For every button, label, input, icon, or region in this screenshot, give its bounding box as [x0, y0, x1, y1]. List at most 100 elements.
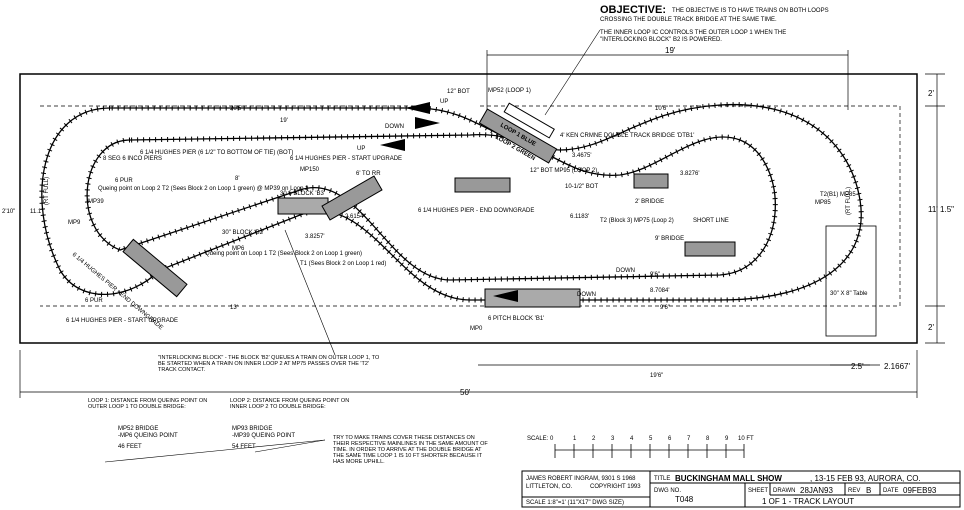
bridge-9ft [684, 241, 736, 257]
label-pur-bottom: 6 PUR [85, 298, 103, 304]
label-pur-top: 6 PUR [115, 178, 133, 184]
scale-tick-6: 6 [668, 436, 672, 442]
dim-right-extra2: 2.1667' [884, 362, 910, 371]
label-pier-bottom: 6 1/4 HUGHES PIER - START UPGRADE [66, 318, 178, 324]
tb-title-rest: , 13-15 FEB 93, AURORA, CO. [810, 474, 921, 483]
dim-lower-span: 19'6" [650, 373, 663, 379]
objective-line2: CROSSING THE DOUBLE TRACK BRIDGE AT THE … [600, 17, 777, 23]
tb-date: 09FEB93 [903, 486, 937, 495]
tb-drawn-label: DRAWN [773, 488, 795, 494]
dist-inner: 19' [280, 118, 288, 124]
scale-tick-7: 7 [687, 436, 691, 442]
title-block-frame [521, 470, 961, 508]
label-pier-top: 6 1/4 HUGHES PIER (6 1/2" TO BOTTOM OF T… [140, 150, 293, 156]
loop2-calc1: MP93 BRIDGE [232, 426, 272, 432]
loop2-note-box: LOOP 2: DISTANCE FROM QUEING POINT ON IN… [230, 398, 350, 410]
label-down-lower: DOWN [616, 268, 635, 274]
loop1-calc1: MP52 BRIDGE [118, 426, 158, 432]
tb-sheet-label: SHEET [748, 488, 768, 494]
label-pier-start: 6 1/4 HUGHES PIER - START UPGRADE [290, 156, 402, 162]
dist-9-6: 9'6" [650, 272, 660, 278]
dim-right-extra: 2.5' [851, 362, 864, 371]
label-t2-right: T2(B1) MP85 [820, 192, 856, 198]
label-mp0: MP0 [470, 326, 483, 332]
dist-6-1: 6.1183' [570, 214, 589, 220]
inner-loop-2-track [84, 132, 778, 283]
label-queue-loop1: Queing point on Loop 1 T2 (Sees Block 2 … [205, 251, 362, 257]
label-up-top: UP [440, 99, 448, 105]
tb-rev-label: REV [848, 488, 860, 494]
dist-rr: 6' TO RR [356, 171, 381, 177]
loop1-title: LOOP 1: DISTANCE FROM QUEING POINT ON OU… [88, 398, 208, 410]
loop2-title: LOOP 2: DISTANCE FROM QUEING POINT ON IN… [230, 398, 350, 410]
objective-line3: THE INNER LOOP IC CONTROLS THE OUTER LOO… [600, 30, 786, 36]
label-mp39: MP39 [88, 199, 104, 205]
label-bridge2: 2' BRIDGE [635, 199, 664, 205]
label-mp9: MP9 [68, 220, 81, 226]
loop2-result: 54 FEET [232, 444, 256, 450]
tb-rev: B [866, 486, 871, 495]
label-inco: 8 SEG 6 INCO PIERS [103, 156, 162, 162]
label-rt-full: (RT FULL) [846, 187, 852, 215]
table-outline [825, 225, 877, 337]
bridge-left-diag [122, 238, 188, 298]
scale-tick-1: 1 [573, 436, 577, 442]
bridge-5ft-diag [321, 175, 383, 221]
layout-boundary [19, 73, 918, 344]
label-lt-full: (RT FULL) [44, 177, 50, 205]
tb-author: JAMES ROBERT INGRAM, 9301 S 1968 [526, 476, 636, 482]
direction-arrows [380, 102, 518, 302]
tb-title: BUCKINGHAM MALL SHOW [675, 474, 782, 483]
label-double-bridge: 4' KEN CRMNE DOUBLE TRACK BRIDGE 'DTB1' [560, 133, 694, 139]
loop1-calc2: -MP6 QUEING POINT [118, 433, 178, 439]
label-bot12: 12" BOT [447, 89, 470, 95]
scale-bar [554, 444, 745, 458]
bridge-6ft [454, 177, 511, 193]
leader-lines [104, 29, 601, 463]
label-left-edge2: 11.1" [30, 209, 43, 215]
tb-city: LITTLETON, CO. [526, 484, 573, 490]
label-pier-mid: 6 1/4 HUGHES PIER - END DOWNGRADE [418, 208, 534, 214]
label-mp85: MP85 [815, 200, 831, 206]
tb-drawn: 28JAN93 [800, 486, 833, 495]
scale-tick-9: 9 [725, 436, 729, 442]
scale-label: SCALE: 0 [527, 436, 554, 442]
inner-dashed-boundary [40, 105, 901, 307]
objective-heading: OBJECTIVE: [600, 4, 666, 16]
dist-lower: 13' [230, 305, 238, 311]
label-queue-loop2: Queing point on Loop 2 T2 (Sees Block 2 … [98, 186, 309, 192]
label-down-top: DOWN [385, 124, 404, 130]
dist-2-6: 2.6154' [345, 214, 365, 220]
scale-tick-4: 4 [630, 436, 634, 442]
tb-date-label: DATE [883, 488, 899, 494]
tb-dwg: T048 [675, 495, 694, 504]
label-block-b2: 30" BLOCK 'B2' [222, 230, 264, 236]
label-short-line: SHORT LINE [693, 218, 729, 224]
bridge-2ft [633, 173, 669, 189]
dist-lower-right: 9'6" [660, 305, 670, 311]
dist-8-7: 8.7084' [650, 288, 670, 294]
label-mp95: 12" BOT MP95 (LOOP 2) [530, 168, 597, 174]
tb-copyright: COPYRIGHT 1993 [590, 484, 641, 490]
label-bot10: 10-1/2" BOT [565, 184, 598, 190]
loop1-result: 46 FEET [118, 444, 142, 450]
dist-3-4: 3.4675' [572, 153, 592, 159]
block-b1 [484, 288, 581, 308]
objective-line4: "INTERLOCKING BLOCK" B2 IS POWERED. [600, 37, 722, 43]
scale-tick-3: 3 [611, 436, 615, 442]
tb-title-label: TITLE [654, 476, 670, 482]
bridge-dtb1 [478, 102, 558, 164]
dist-3-8-b: 3.8257' [305, 234, 325, 240]
label-bridge9: 9' BRIDGE [655, 236, 684, 242]
label-loop1-bridge: MP52 (LOOP 1) [488, 88, 531, 94]
block-b3 [277, 197, 329, 215]
dist-left: 20'5" [230, 106, 243, 112]
outer-loop-1-track [39, 102, 864, 303]
label-table: 30" X 8" Table [830, 291, 868, 297]
label-t2-block: T2 (Block 3) MP75 (Loop 2) [600, 218, 674, 224]
interlock-note-box: "INTERLOCKING BLOCK" - THE BLOCK 'B2' QU… [158, 355, 379, 373]
label-left-edge: 2'10" [2, 209, 15, 215]
label-mp150: MP150 [300, 167, 320, 173]
dimension-lines [19, 50, 945, 398]
